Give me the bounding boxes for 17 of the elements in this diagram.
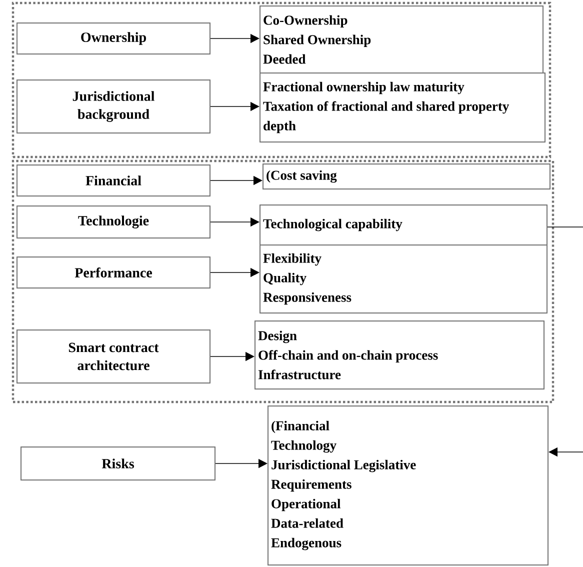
list-box: Design Off-chain and on-chain process Infrastructure: [254, 320, 544, 390]
list-box: (Cost saving: [262, 164, 550, 190]
list-box: Technological capability: [260, 204, 548, 246]
list-box: Flexibility Quality Responsiveness: [260, 244, 548, 314]
list-box: (Financial Technology Jurisdictional Legislative Requirements Operational Data-related Endogenous: [268, 406, 548, 566]
category-box: Smart contract architecture: [16, 330, 210, 384]
connector-line: [547, 226, 583, 228]
category-box: Ownership: [16, 22, 210, 54]
list-box: Co-Ownership Shared Ownership Deeded: [260, 6, 544, 74]
dotted-frame: [12, 160, 554, 404]
category-box: Financial: [16, 164, 210, 196]
list-box: Fractional ownership law maturity Taxation of fractional and shared property depth: [260, 72, 546, 142]
category-box: Risks: [20, 446, 216, 480]
dotted-frame: [12, 2, 552, 158]
category-box: Jurisdictional background: [16, 80, 210, 134]
category-box: Performance: [16, 256, 210, 288]
category-box: Technologie: [16, 206, 210, 238]
